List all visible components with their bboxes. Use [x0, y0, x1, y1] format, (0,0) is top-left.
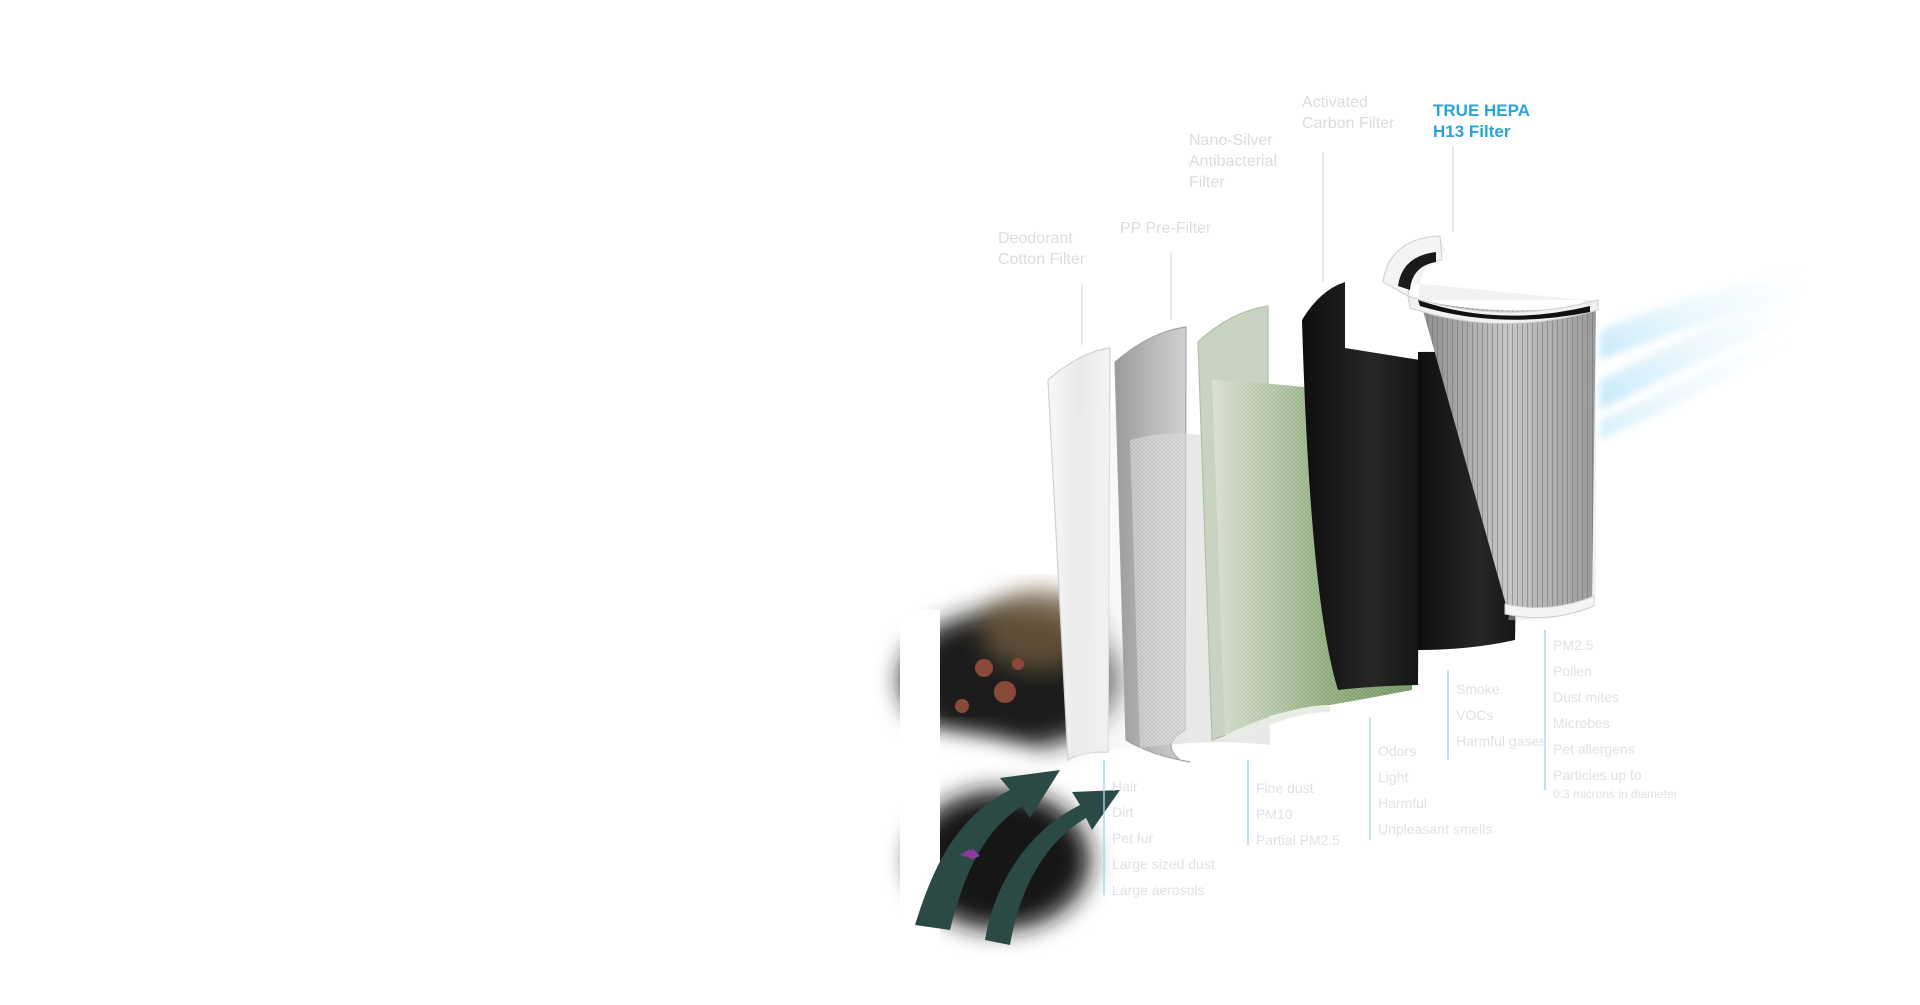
- list-item: Fine dust: [1256, 780, 1314, 796]
- list-item: Microbes: [1553, 715, 1610, 731]
- deodorant-cotton-filter-label: Deodorant Cotton Filter: [998, 230, 1086, 268]
- pp-pre-filter-label: PP Pre-Filter: [1120, 220, 1212, 237]
- nano-silver-capture-list: Fine dust PM10 Partial PM2.5: [1256, 775, 1340, 853]
- true-hepa-h13-filter-label: TRUE HEPA H13 Filter: [1433, 101, 1530, 141]
- list-item: Harmful gases: [1456, 733, 1547, 749]
- germ-particles: [955, 658, 1024, 860]
- deodorant-capture-list: Odors Light Harmful Unpleasant smells: [1378, 738, 1492, 842]
- list-item: Unpleasant smells: [1378, 821, 1493, 837]
- activated-carbon-capture-list: Smoke VOCs Harmful gases: [1456, 676, 1546, 754]
- clean-air-stream: [1600, 270, 1800, 440]
- leader-lines: [1081, 146, 1454, 345]
- airflow-arrows: [915, 770, 1120, 945]
- list-item: Dirt: [1112, 804, 1134, 820]
- list-item: Particles up to: [1553, 767, 1642, 783]
- list-item: VOCs: [1456, 707, 1494, 723]
- list-item: Smoke: [1456, 681, 1500, 697]
- list-item: Pollen: [1553, 663, 1592, 679]
- activated-carbon-filter-label: Activated Carbon Filter: [1302, 94, 1395, 132]
- list-item: Pet fur: [1112, 830, 1154, 846]
- list-item: Dust mites: [1553, 689, 1620, 705]
- list-item: Light: [1378, 769, 1409, 785]
- pre-filter-capture-list: Hair Dirt Pet fur Large sized dust Large…: [1112, 773, 1215, 903]
- list-item: Odors: [1378, 743, 1417, 759]
- list-item: Partial PM2.5: [1256, 832, 1341, 848]
- true-hepa-capture-list: PM2.5 Pollen Dust mites Microbes Pet all…: [1553, 632, 1678, 801]
- list-item: Harmful: [1378, 795, 1428, 811]
- list-item: Hair: [1112, 778, 1138, 794]
- list-item: 0.3 microns in diameter: [1553, 787, 1678, 801]
- true-hepa-h13-filter-layer: [1382, 235, 1599, 621]
- list-item: PM10: [1256, 806, 1293, 822]
- list-item: Large sized dust: [1112, 856, 1215, 872]
- list-item: Pet allergens: [1553, 741, 1635, 757]
- list-item: Large aerosols: [1112, 882, 1205, 898]
- list-item: PM2.5: [1553, 637, 1594, 653]
- capture-list-bars: [1103, 630, 1546, 895]
- nano-silver-filter-label: Nano-Silver Antibacterial Filter: [1189, 132, 1278, 191]
